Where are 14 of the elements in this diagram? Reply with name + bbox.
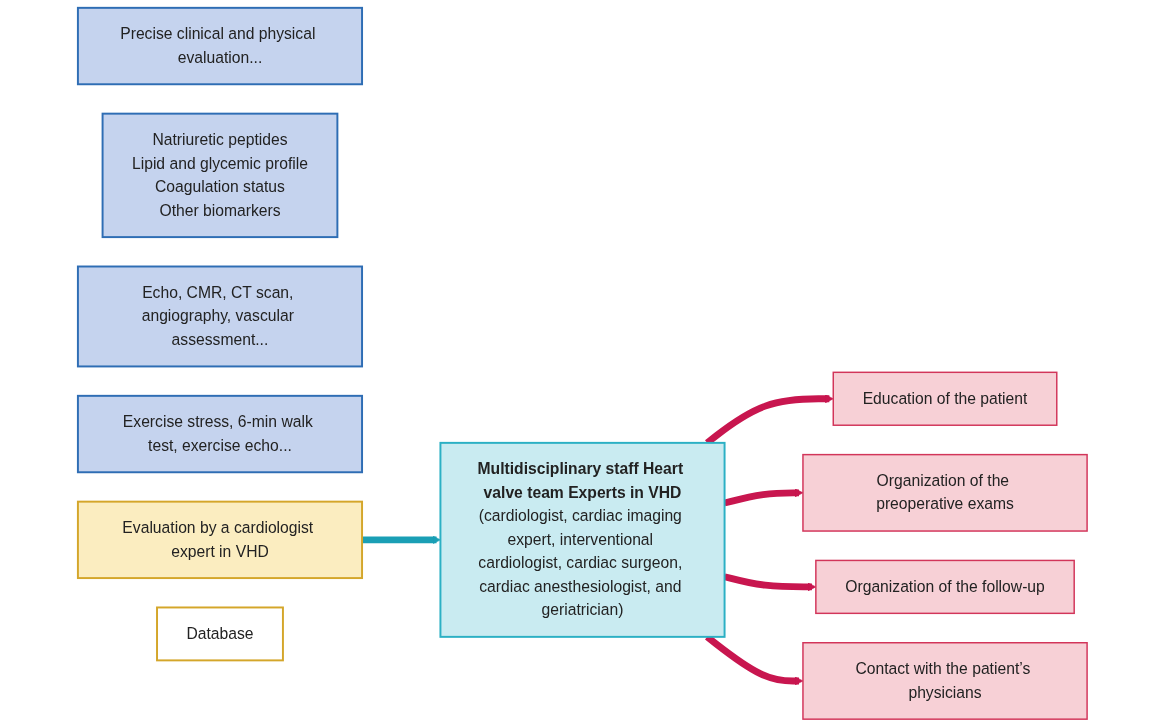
- node-box: Exercise stress, 6-min walk test, exercise echo...: [76, 394, 364, 474]
- node-box: Education of the patient: [832, 371, 1058, 426]
- node-box: Evaluation by a cardiologist expert in VHD: [76, 500, 364, 580]
- node-box: Natriuretic peptides Lipid and glycemic profile Coagulation status Other biomarkers: [101, 112, 339, 239]
- node-box: Organization of the preoperative exams: [802, 453, 1088, 532]
- node-box: Contact with the patient’s physicians: [802, 642, 1088, 720]
- node-box: Precise clinical and physical evaluation...: [76, 6, 364, 86]
- node-box: Database: [156, 606, 284, 662]
- node-box: Multidisciplinary staff Heart valve team Experts in VHD (cardiologist, cardiac imaging expert, interventional cardiologist, cardiac surgeon, cardiac anesthesiologist, and geriatrician): [439, 441, 726, 638]
- node-box: Organization of the follow-up: [815, 559, 1075, 615]
- arrow: [723, 488, 804, 507]
- node-box: Echo, CMR, CT scan, angiography, vascular assessment...: [76, 265, 364, 368]
- arrow: [723, 573, 817, 592]
- arrow: [362, 535, 441, 545]
